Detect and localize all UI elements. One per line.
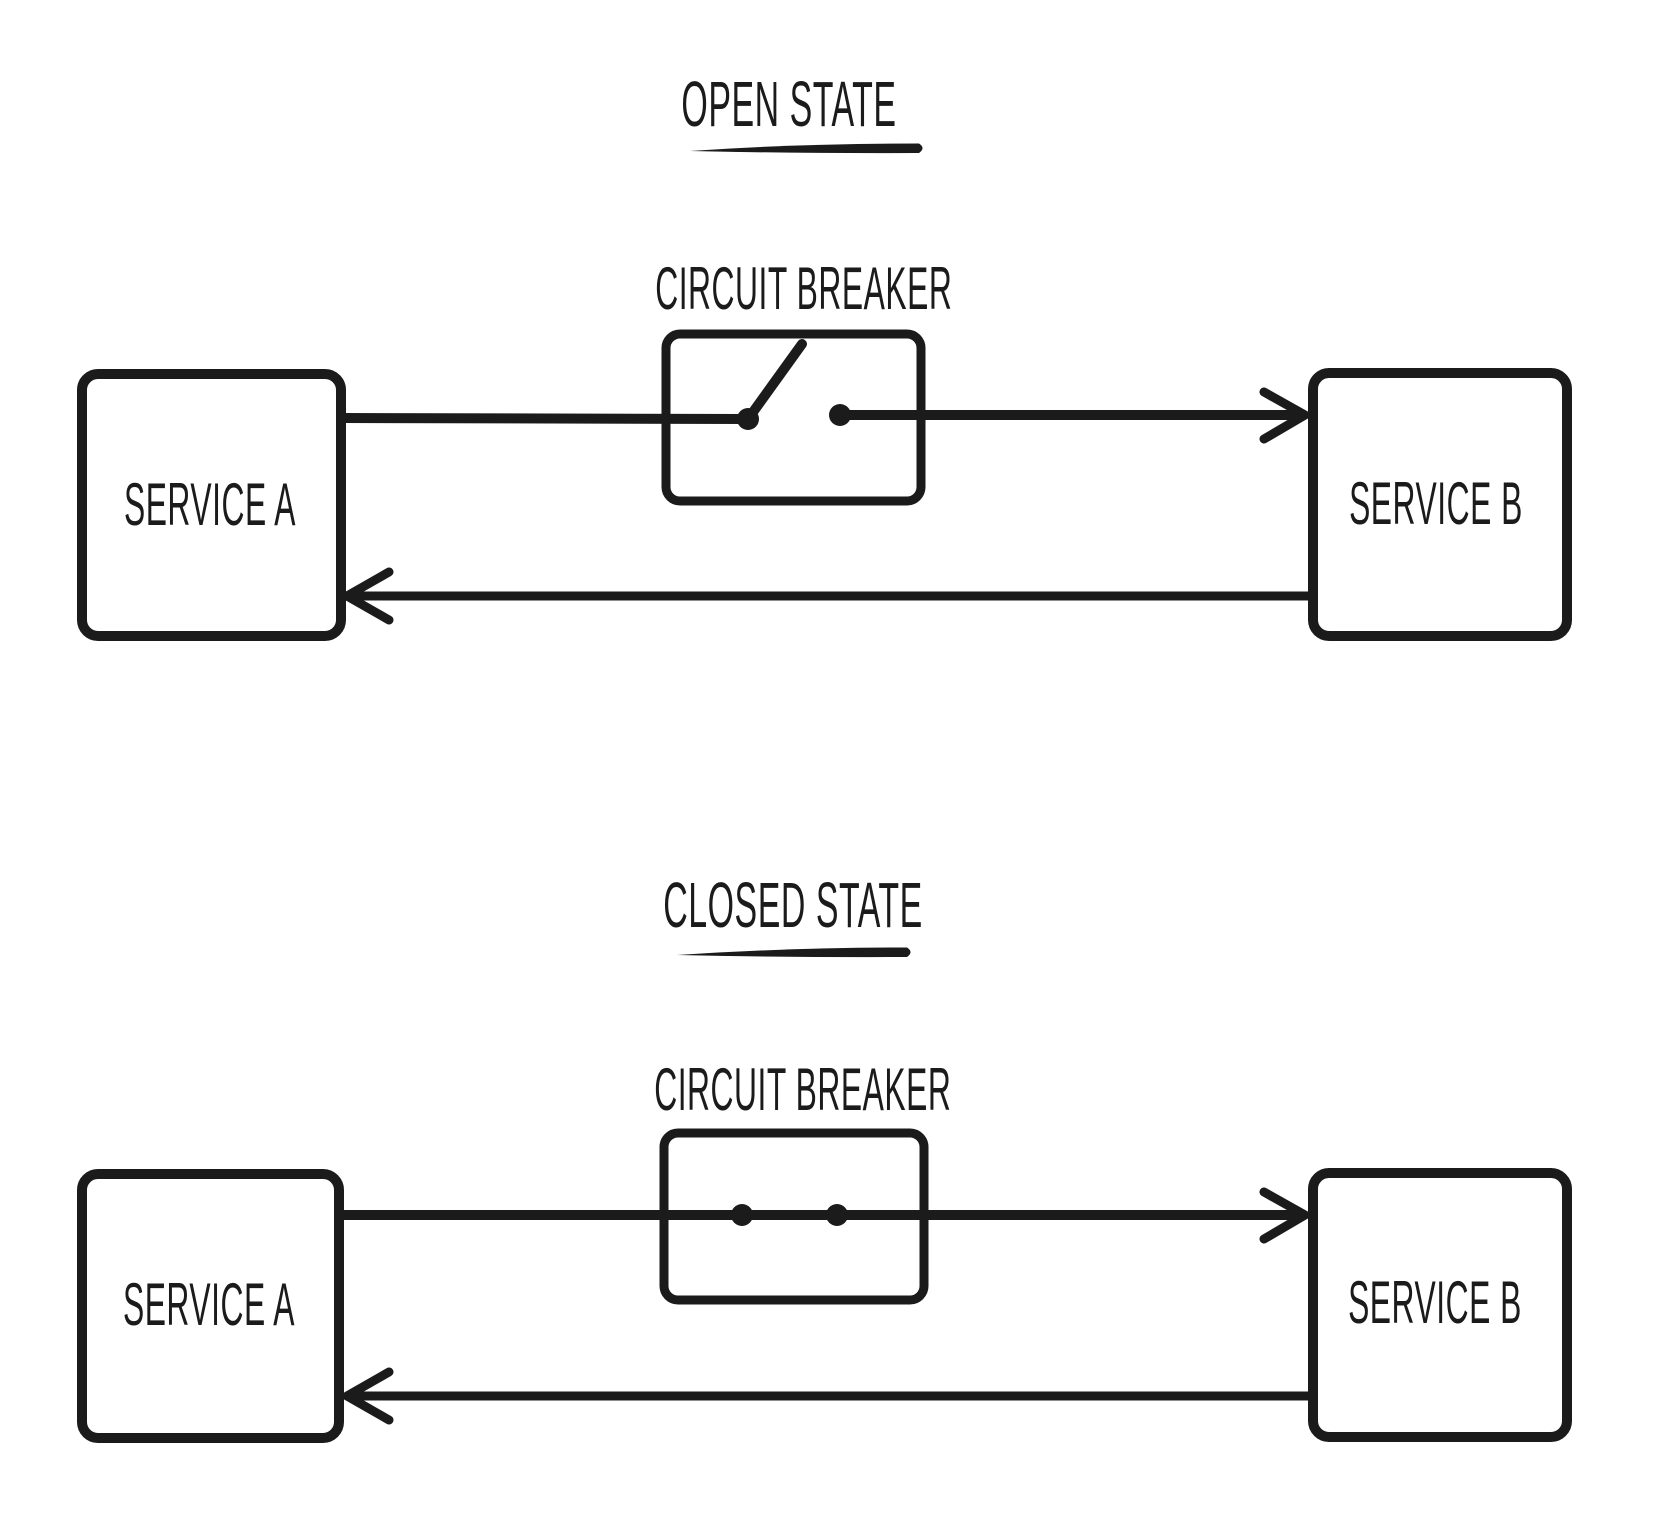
open-response-arrowhead-icon <box>342 567 394 625</box>
closed-response-arrowhead-icon <box>342 1367 394 1425</box>
closed-switch-left-contact <box>731 1204 753 1226</box>
closed-service-a-box <box>77 1169 344 1443</box>
closed-switch-right-contact <box>826 1204 848 1226</box>
open-switch-lever-icon <box>743 339 807 424</box>
open-state-title: OPEN STATE <box>681 68 897 140</box>
open-request-line-left <box>338 413 753 424</box>
open-service-a-box <box>77 369 346 641</box>
closed-request-arrowhead-icon <box>1259 1187 1310 1244</box>
open-service-a-label: SERVICE A <box>123 471 297 538</box>
open-request-arrowhead-icon <box>1259 387 1310 444</box>
closed-breaker-label: CIRCUIT BREAKER <box>654 1056 952 1123</box>
open-title-underline <box>690 143 923 154</box>
closed-service-b-box <box>1308 1168 1572 1442</box>
open-breaker-label: CIRCUIT BREAKER <box>655 255 953 322</box>
closed-state-title: CLOSED STATE <box>663 869 923 941</box>
closed-state-diagram <box>77 947 1572 1443</box>
closed-service-b-label: SERVICE B <box>1348 1269 1522 1336</box>
open-service-b-box <box>1308 368 1572 641</box>
closed-service-a-label: SERVICE A <box>122 1271 296 1338</box>
closed-title-underline <box>677 947 911 958</box>
open-service-b-label: SERVICE B <box>1349 470 1523 537</box>
open-state-diagram <box>77 143 1572 641</box>
